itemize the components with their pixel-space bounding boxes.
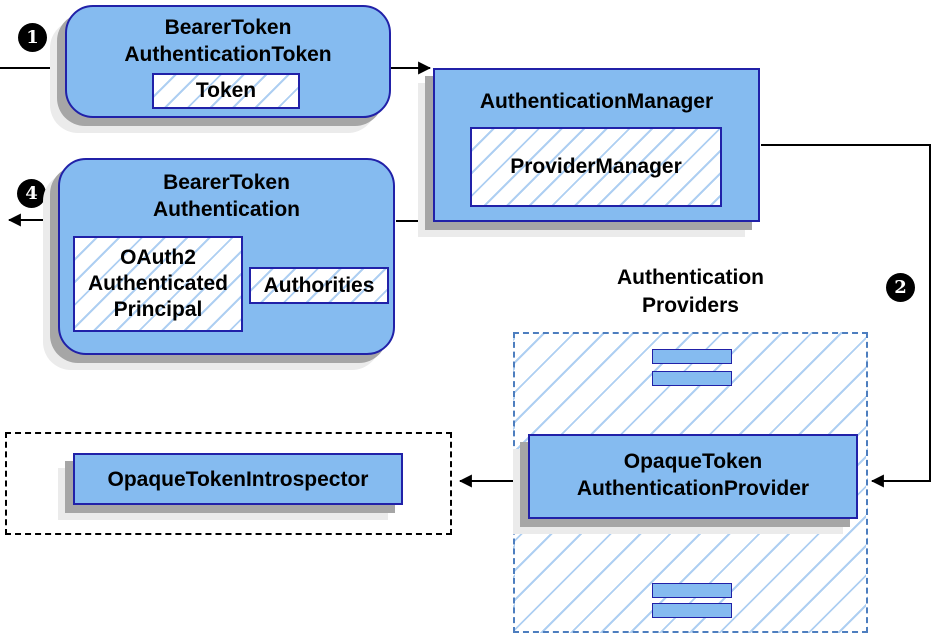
- label-line: OAuth2: [120, 246, 196, 269]
- title-line: OpaqueTokenIntrospector: [107, 468, 369, 491]
- provider-placeholder-bar: [652, 349, 732, 364]
- provider-placeholder-bar: [652, 583, 732, 598]
- title-line: BearerToken: [164, 16, 292, 39]
- label-line: Principal: [113, 298, 203, 321]
- field-oauth2-authenticated-principal: OAuth2 Authenticated Principal: [73, 236, 243, 332]
- step-badge-2: 2: [886, 273, 915, 302]
- title-line: OpaqueToken: [623, 450, 763, 473]
- step-badge-1: 1: [18, 23, 47, 52]
- field-authorities: Authorities: [249, 267, 389, 304]
- field-provider-manager-label: ProviderManager: [510, 155, 682, 178]
- field-provider-manager: ProviderManager: [470, 127, 722, 207]
- field-token: Token: [152, 73, 300, 109]
- field-token-label: Token: [195, 79, 257, 102]
- step-badge-1-number: 1: [26, 27, 39, 48]
- node-bearer-token-authentication: BearerToken Authentication OAuth2 Authen…: [58, 158, 395, 355]
- label-line: Authentication: [617, 266, 764, 289]
- title-line: Authentication: [153, 198, 300, 221]
- field-authorities-label: Authorities: [263, 273, 375, 297]
- node-authentication-manager: AuthenticationManager ProviderManager: [433, 68, 760, 222]
- label-line: Authenticated: [87, 272, 228, 295]
- step-badge-4-number: 4: [25, 183, 38, 204]
- authentication-providers-label: Authentication Providers: [513, 264, 868, 320]
- node-bearer-token-authentication-token: BearerToken AuthenticationToken Token: [65, 5, 391, 118]
- node-opaque-token-introspector: OpaqueTokenIntrospector: [73, 453, 403, 505]
- title-line: AuthenticationProvider: [576, 477, 810, 500]
- node-bearer-token-authentication-token-title: BearerToken AuthenticationToken: [67, 7, 389, 68]
- node-opaque-token-authentication-provider-title: OpaqueToken AuthenticationProvider: [530, 436, 856, 502]
- label-line: Providers: [642, 294, 739, 317]
- title-line: AuthenticationToken: [124, 43, 332, 66]
- node-authentication-manager-title: AuthenticationManager: [435, 70, 758, 115]
- provider-placeholder-bar: [652, 603, 732, 618]
- title-line: AuthenticationManager: [479, 90, 714, 113]
- step-badge-4: 4: [17, 179, 46, 208]
- node-bearer-token-authentication-title: BearerToken Authentication: [60, 160, 393, 223]
- field-oauth2-authenticated-principal-label: OAuth2 Authenticated Principal: [88, 245, 228, 323]
- title-line: BearerToken: [163, 171, 290, 194]
- provider-placeholder-bar: [652, 371, 732, 386]
- node-opaque-token-introspector-title: OpaqueTokenIntrospector: [75, 455, 401, 493]
- node-opaque-token-authentication-provider: OpaqueToken AuthenticationProvider: [528, 434, 858, 519]
- step-badge-2-number: 2: [894, 277, 907, 298]
